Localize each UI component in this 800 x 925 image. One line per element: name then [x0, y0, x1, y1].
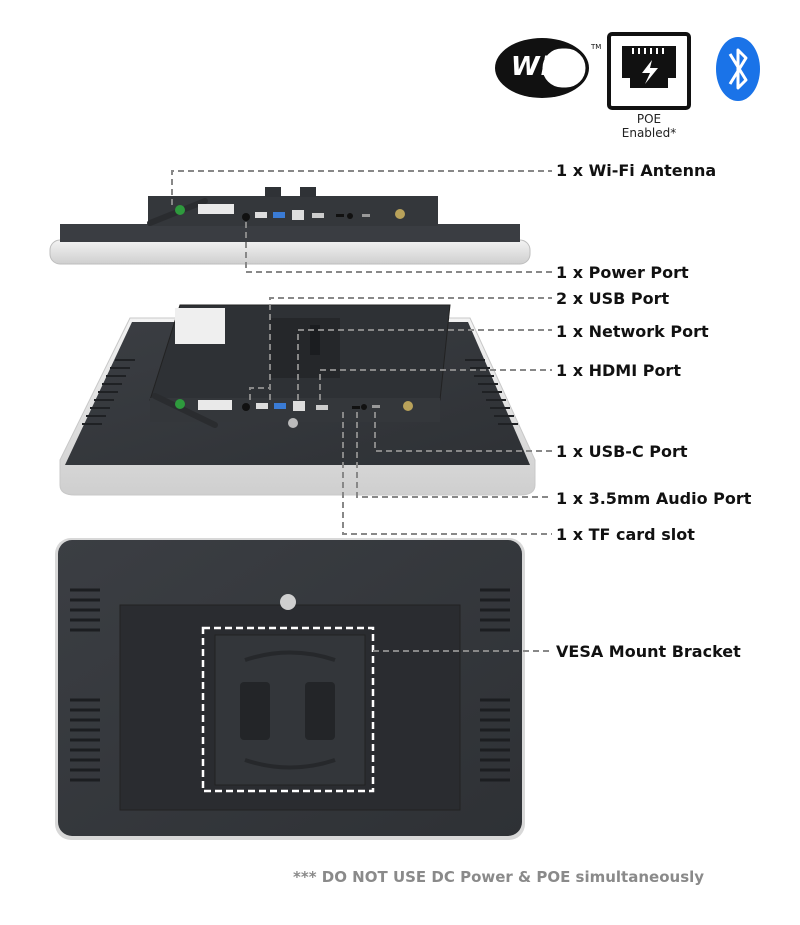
middle-view-device — [59, 304, 536, 496]
power-warning-note: *** DO NOT USE DC Power & POE simultaneo… — [293, 868, 705, 886]
poe-caption-line1: POE — [636, 112, 662, 126]
callout-network-port: 1 x Network Port — [556, 322, 709, 341]
vesa-outline — [201, 626, 375, 793]
wifi-logo-text: WiFi — [510, 52, 580, 82]
poe-logo — [607, 32, 691, 110]
callout-vesa-mount: VESA Mount Bracket — [556, 642, 741, 661]
wifi-logo — [495, 38, 589, 98]
bluetooth-logo — [716, 37, 760, 101]
top-view-device — [49, 187, 531, 265]
callout-power-port: 1 x Power Port — [556, 263, 689, 282]
callout-tf-card-slot: 1 x TF card slot — [556, 525, 695, 544]
wifi-trademark: TM — [591, 43, 602, 51]
callout-hdmi-port: 1 x HDMI Port — [556, 361, 681, 380]
bottom-view-device — [55, 538, 525, 840]
callout-audio-port: 1 x 3.5mm Audio Port — [556, 489, 752, 508]
callout-usb-c-port: 1 x USB-C Port — [556, 442, 688, 461]
callout-usb-port: 2 x USB Port — [556, 289, 670, 308]
callout-wifi-antenna: 1 x Wi-Fi Antenna — [556, 161, 717, 180]
callout-lines — [171, 170, 552, 652]
poe-caption-line2: Enabled* — [621, 126, 677, 140]
